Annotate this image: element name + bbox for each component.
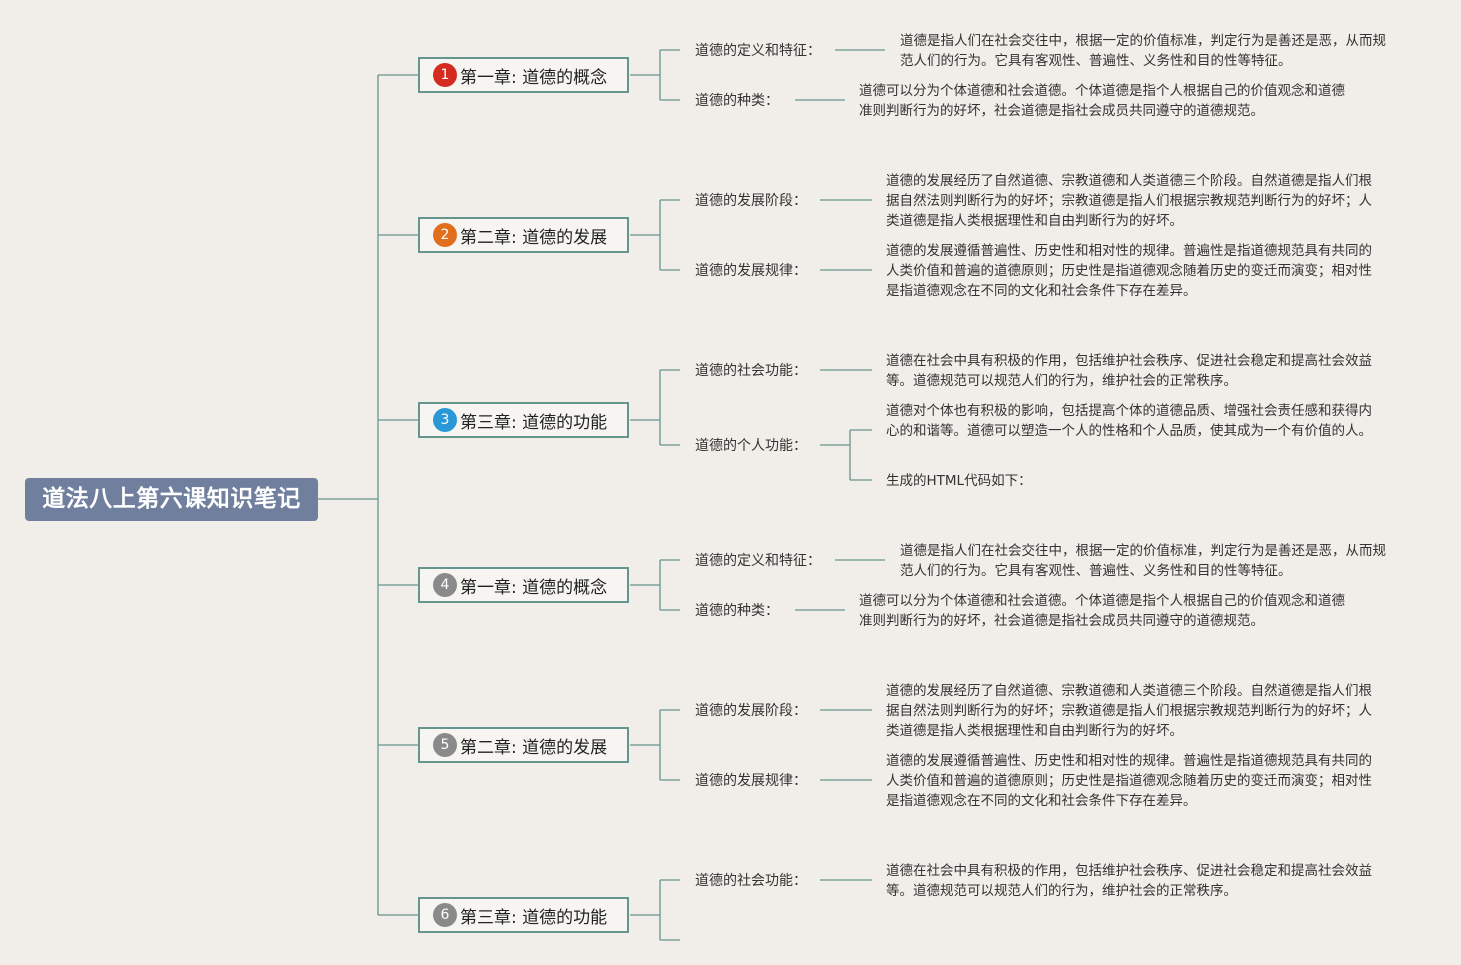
- detail-text: 道德的发展遵循普遍性、历史性和相对性的规律。普遍性是指道德规范具有共同的人类价值…: [886, 243, 1372, 299]
- chapter-title: 第三章: 道德的功能: [460, 907, 608, 928]
- detail-text: 道德的发展经历了自然道德、宗教道德和人类道德三个阶段。自然道德是指人们根据自然法…: [886, 173, 1372, 229]
- chapter-number-badge: 1: [433, 63, 457, 87]
- topic-label[interactable]: 道德的社会功能：: [695, 363, 807, 379]
- chapter-number-badge: 4: [433, 573, 457, 597]
- chapter-title: 第二章: 道德的发展: [460, 227, 608, 248]
- topic-label[interactable]: 道德的发展规律：: [695, 773, 807, 789]
- chapter-title: 第一章: 道德的概念: [460, 577, 608, 598]
- detail-text: 道德对个体也有积极的影响，包括提高个体的道德品质、增强社会责任感和获得内心的和谐…: [886, 403, 1372, 439]
- chapter-title: 第二章: 道德的发展: [460, 737, 608, 758]
- topic-label[interactable]: 道德的种类：: [695, 603, 779, 619]
- topic-label[interactable]: 道德的定义和特征：: [695, 553, 821, 569]
- detail-text: 道德是指人们在社会交往中，根据一定的价值标准，判定行为是善还是恶，从而规范人们的…: [900, 33, 1386, 69]
- detail-text: 道德可以分为个体道德和社会道德。个体道德是指个人根据自己的价值观念和道德准则判断…: [859, 83, 1345, 119]
- chapter-title: 第一章: 道德的概念: [460, 67, 608, 88]
- topic-label[interactable]: 道德的发展规律：: [695, 263, 807, 279]
- detail-text: 道德是指人们在社会交往中，根据一定的价值标准，判定行为是善还是恶，从而规范人们的…: [900, 543, 1386, 579]
- detail-text: 道德可以分为个体道德和社会道德。个体道德是指个人根据自己的价值观念和道德准则判断…: [859, 593, 1345, 629]
- topic-label[interactable]: 道德的定义和特征：: [695, 43, 821, 59]
- detail-text: 道德的发展遵循普遍性、历史性和相对性的规律。普遍性是指道德规范具有共同的人类价值…: [886, 753, 1372, 809]
- chapter-number-badge: 5: [433, 733, 457, 757]
- detail-text: 道德在社会中具有积极的作用，包括维护社会秩序、促进社会稳定和提高社会效益等。道德…: [886, 863, 1372, 899]
- chapter-number-badge: 3: [433, 408, 457, 432]
- topic-label[interactable]: 道德的个人功能：: [695, 438, 807, 454]
- detail-text: 生成的HTML代码如下：: [886, 473, 1032, 489]
- detail-text: 道德的发展经历了自然道德、宗教道德和人类道德三个阶段。自然道德是指人们根据自然法…: [886, 683, 1372, 739]
- chapter-number-badge: 2: [433, 223, 457, 247]
- chapter-title: 第三章: 道德的功能: [460, 412, 608, 433]
- topic-label[interactable]: 道德的发展阶段：: [695, 193, 807, 209]
- detail-text: 道德在社会中具有积极的作用，包括维护社会秩序、促进社会稳定和提高社会效益等。道德…: [886, 353, 1372, 389]
- chapter-number-badge: 6: [433, 903, 457, 927]
- root-node[interactable]: 道法八上第六课知识笔记: [25, 478, 318, 521]
- topic-label[interactable]: 道德的种类：: [695, 93, 779, 109]
- topic-label[interactable]: 道德的社会功能：: [695, 873, 807, 889]
- topic-label[interactable]: 道德的发展阶段：: [695, 703, 807, 719]
